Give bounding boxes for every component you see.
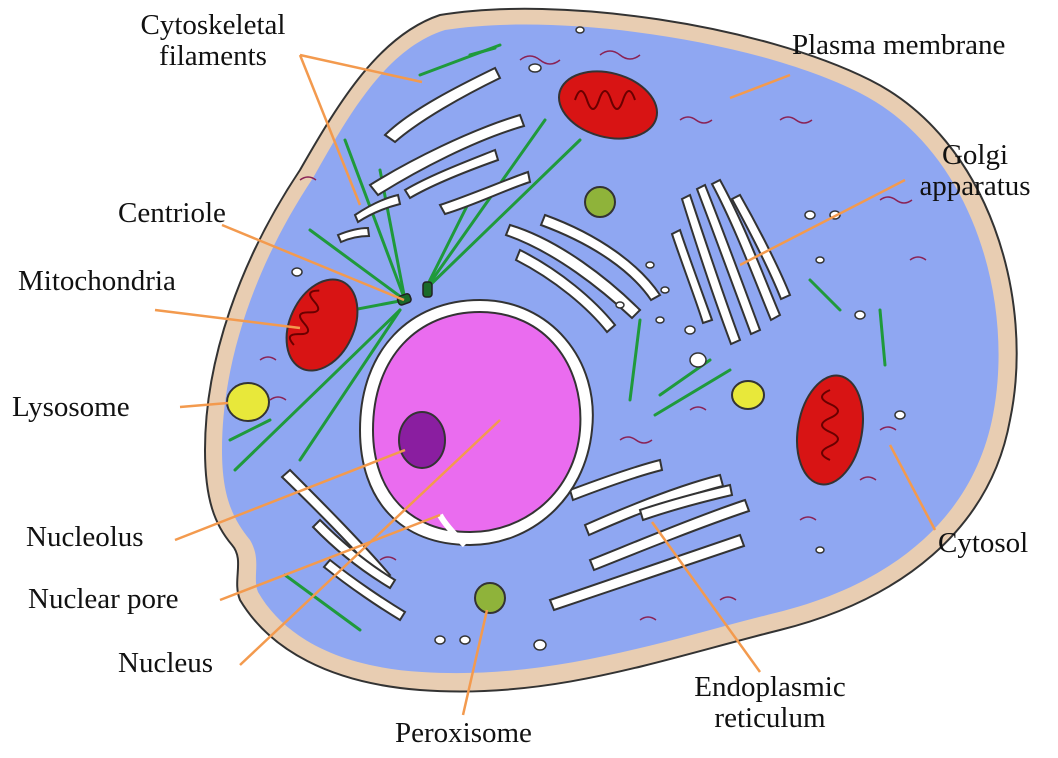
label-centriole: Centriole bbox=[118, 198, 226, 229]
label-peroxisome: Peroxisome bbox=[395, 718, 532, 749]
label-golgi-line2: apparatus bbox=[900, 171, 1050, 202]
lysosome-left bbox=[227, 383, 269, 421]
label-cytoskeletal-filaments: Cytoskeletal filaments bbox=[118, 10, 308, 72]
label-golgi-line1: Golgi bbox=[900, 140, 1050, 171]
label-golgi-apparatus: Golgi apparatus bbox=[900, 140, 1050, 202]
centriole-b bbox=[423, 282, 432, 297]
peroxisome-bottom bbox=[475, 583, 505, 613]
label-cytoskeletal-line2: filaments bbox=[118, 41, 308, 72]
label-plasma-membrane: Plasma membrane bbox=[792, 30, 1005, 61]
lysosome-right bbox=[732, 381, 764, 409]
label-mitochondria: Mitochondria bbox=[18, 266, 176, 297]
label-cytoskeletal-line1: Cytoskeletal bbox=[118, 10, 308, 41]
label-er-line1: Endoplasmic bbox=[670, 672, 870, 703]
label-er-line2: reticulum bbox=[670, 703, 870, 734]
label-nucleus: Nucleus bbox=[118, 648, 213, 679]
label-endoplasmic-reticulum: Endoplasmic reticulum bbox=[670, 672, 870, 734]
label-nuclear-pore: Nuclear pore bbox=[28, 584, 179, 615]
label-lysosome: Lysosome bbox=[12, 392, 130, 423]
label-cytosol: Cytosol bbox=[938, 528, 1028, 559]
label-nucleolus: Nucleolus bbox=[26, 522, 144, 553]
nucleolus bbox=[399, 412, 445, 468]
peroxisome-top bbox=[585, 187, 615, 217]
